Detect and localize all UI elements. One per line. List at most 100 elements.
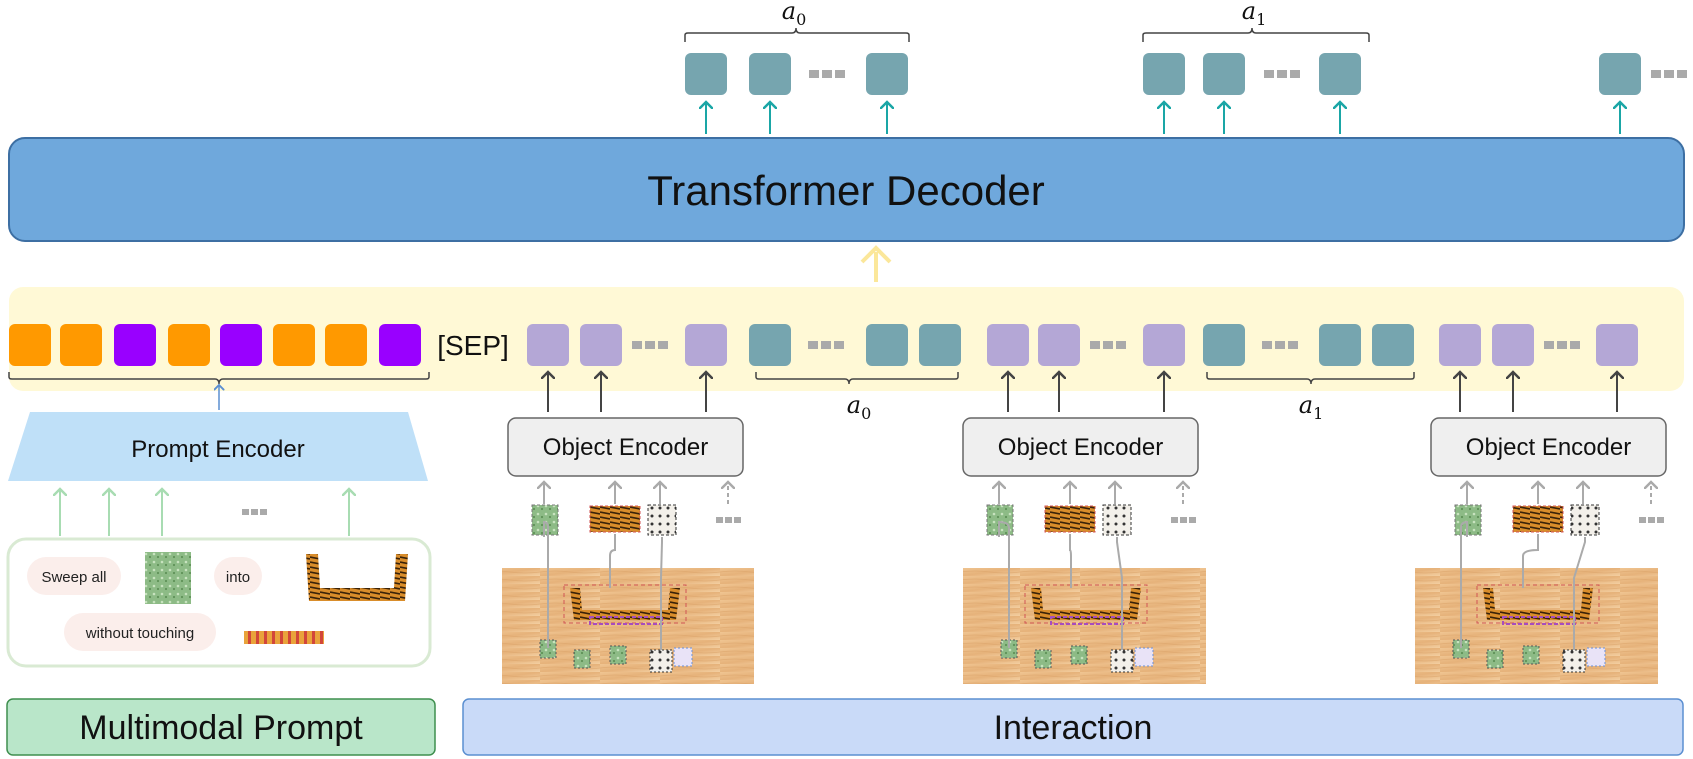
- scene-block: [1070, 645, 1088, 665]
- ellipsis-icon: [808, 341, 844, 349]
- crop-marble-block: [1454, 504, 1482, 536]
- observation-tokens-step-3: [1439, 324, 1638, 366]
- crop-pan: [1044, 505, 1096, 533]
- scene-block: [1034, 649, 1052, 669]
- routing-line: [660, 537, 663, 650]
- decoder-label: Transformer Decoder: [647, 167, 1045, 214]
- object-token: [527, 324, 569, 366]
- crop-pan: [1512, 505, 1564, 533]
- action-token: [685, 53, 727, 95]
- output-group-a1: a1: [1142, 0, 1370, 134]
- ellipsis-icon: [1544, 341, 1580, 349]
- ellipsis-icon: [809, 70, 845, 78]
- action-token: [1203, 53, 1245, 95]
- ellipsis-icon: [1262, 341, 1298, 349]
- object-encoder-label: Object Encoder: [543, 434, 708, 461]
- prompt-token: [114, 324, 156, 366]
- object-encoders: Object Encoder Object Encoder Object Encod…: [502, 417, 1667, 684]
- scene-dice: [649, 649, 673, 673]
- label-a0-top: a0: [782, 0, 807, 29]
- brace-a0-top: [684, 27, 910, 42]
- object-encoder-3: Object Encoder: [1415, 417, 1667, 684]
- scene-image: [1415, 568, 1658, 684]
- ellipsis-icon: [1639, 517, 1664, 523]
- ellipsis-icon: [716, 517, 741, 523]
- object-encoder-block: [1430, 417, 1667, 477]
- scene-swirl-object: [673, 647, 693, 667]
- scene-dice: [1110, 649, 1134, 673]
- striped-constraint-image: [244, 631, 324, 644]
- ellipsis-icon: [1090, 341, 1126, 349]
- prompt-tokens: [9, 324, 421, 366]
- routing-line: [1522, 534, 1539, 588]
- action-token: [1599, 53, 1641, 95]
- action-token: [866, 53, 908, 95]
- action-tokens-a1: a1: [1203, 324, 1415, 423]
- scene-block: [573, 649, 591, 669]
- observation-tokens-step-2: [987, 324, 1185, 366]
- prompt-encoder-block: [8, 412, 428, 481]
- routing-line: [609, 534, 616, 588]
- prompt-token: [168, 324, 210, 366]
- object-encoder-1: Object Encoder: [502, 417, 754, 684]
- observation-tokens-step-1: [527, 324, 727, 366]
- object-token: [1439, 324, 1481, 366]
- ellipsis-icon: [632, 341, 668, 349]
- scene-block: [609, 645, 627, 665]
- object-token: [685, 324, 727, 366]
- multimodal-prompt-section: [6, 698, 436, 756]
- action-token: [749, 53, 791, 95]
- scene-dice: [1562, 649, 1586, 673]
- scene-pan: [570, 588, 680, 620]
- object-encoder-block: [507, 417, 744, 477]
- object-encoder-output-arrows: [548, 372, 1617, 412]
- interaction-label: Interaction: [994, 709, 1153, 747]
- action-token: [1319, 324, 1361, 366]
- action-token: [749, 324, 791, 366]
- object-token: [1596, 324, 1638, 366]
- label-a1-top: a1: [1242, 0, 1267, 29]
- label-a1-bottom: a1: [1299, 391, 1324, 423]
- prompt-word-chip: [214, 557, 262, 595]
- crop-pan: [589, 505, 641, 533]
- scene-swirl-object: [1134, 647, 1154, 667]
- output-action-tokens: a0 a1: [684, 0, 1687, 134]
- crop-dice-block: [1102, 504, 1132, 536]
- prompt-word-chip: [64, 613, 216, 651]
- sep-token: [SEP]: [437, 330, 509, 361]
- scene-block: [1522, 645, 1540, 665]
- transformer-decoder-block: [8, 137, 1685, 242]
- object-encoder-label: Object Encoder: [998, 434, 1163, 461]
- prompt-token: [379, 324, 421, 366]
- action-token: [919, 324, 961, 366]
- marble-block-image: [145, 552, 191, 604]
- object-encoder-block: [962, 417, 1199, 477]
- band-to-decoder-arrowhead: [860, 245, 892, 264]
- brace-a1-bottom: [1206, 372, 1415, 385]
- object-token: [1143, 324, 1185, 366]
- routing-line: [998, 520, 1010, 648]
- token-sequence-band: [9, 287, 1684, 391]
- prompt-token: [325, 324, 367, 366]
- crop-dice-block: [647, 504, 677, 536]
- scene-image: [502, 568, 754, 684]
- routing-line: [1573, 537, 1586, 650]
- object-token: [987, 324, 1029, 366]
- routing-line: [543, 520, 549, 648]
- prompt-word-sweep: Sweep all: [41, 569, 106, 586]
- output-group-next: [1599, 53, 1687, 134]
- multimodal-prompt-label: Multimodal Prompt: [79, 709, 363, 747]
- prompt-word-chip: [27, 557, 121, 595]
- brace-a0-bottom: [755, 372, 959, 385]
- prompt-token: [9, 324, 51, 366]
- action-token: [1319, 53, 1361, 95]
- action-tokens-a0: a0: [749, 324, 961, 423]
- ellipsis-icon: [1171, 517, 1196, 523]
- scene-pan: [1483, 588, 1593, 620]
- prompt-encoder-label: Prompt Encoder: [131, 436, 304, 463]
- scene-pan: [1031, 588, 1141, 620]
- output-group-a0: a0: [684, 0, 910, 134]
- action-token: [1203, 324, 1245, 366]
- object-token: [1492, 324, 1534, 366]
